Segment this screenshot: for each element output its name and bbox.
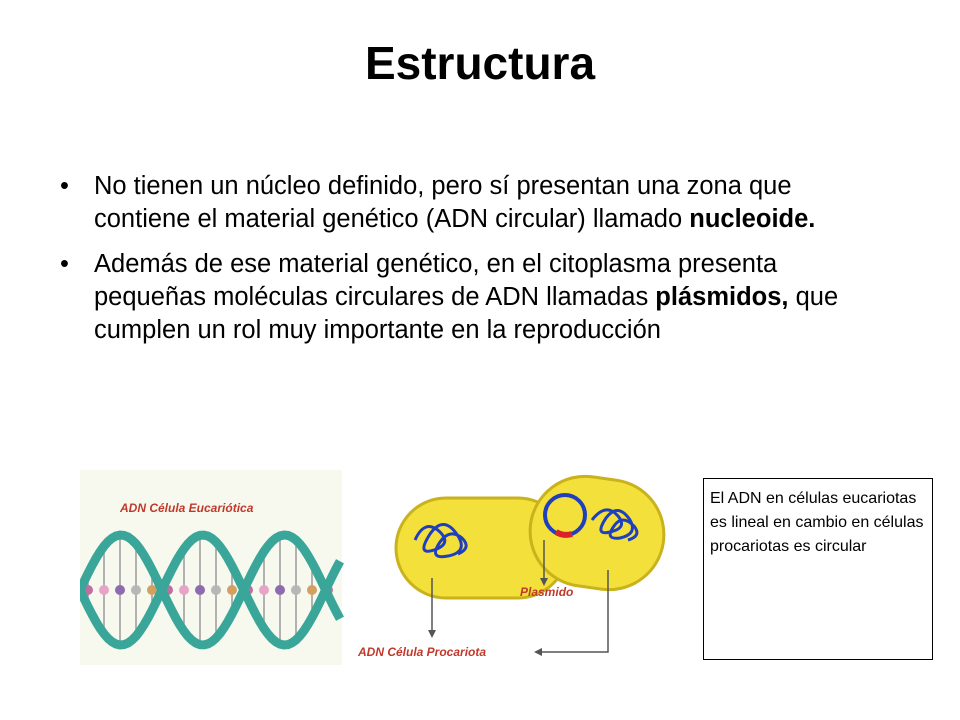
dna-illustration: ADN Célula Eucariótica Plasmido ADN Célu… — [80, 470, 666, 665]
helix-base — [115, 585, 125, 595]
bullet-bold-term: nucleoide. — [689, 205, 816, 233]
helix-base — [275, 585, 285, 595]
bullet-dot: • — [60, 250, 69, 278]
helix-base — [307, 585, 317, 595]
bacterial-cell-right — [528, 474, 666, 592]
label-plasmid: Plasmido — [520, 585, 573, 599]
label-prokaryote: ADN Célula Procariota — [357, 645, 486, 659]
label-eukaryote: ADN Célula Eucariótica — [119, 501, 254, 515]
note-box: El ADN en células eucariotas es lineal e… — [703, 478, 933, 660]
arrow-head-right — [534, 648, 542, 656]
nucleoid-dna-right — [590, 508, 639, 542]
bullet-bold-term: plásmidos, — [655, 283, 789, 311]
bullet-dot: • — [60, 172, 69, 200]
helix-base — [131, 585, 141, 595]
slide-title: Estructura — [364, 37, 596, 89]
helix-base — [259, 585, 269, 595]
helix-base — [227, 585, 237, 595]
bullet-text: Además de ese material genético, en el c… — [94, 250, 778, 311]
helix-base — [147, 585, 157, 595]
bullet-item-plasmidos: • Además de ese material genético, en el… — [60, 248, 880, 347]
helix-base — [291, 585, 301, 595]
helix-base — [195, 585, 205, 595]
bullet-text-tail: que cumplen un rol muy importante en la … — [94, 283, 839, 344]
bullet-list: • No tienen un núcleo definido, pero sí … — [60, 170, 880, 359]
helix-base — [211, 585, 221, 595]
arrow-line-right — [540, 570, 609, 653]
bullet-item-nucleoide: • No tienen un núcleo definido, pero sí … — [60, 170, 880, 236]
nucleoid-dna-left — [413, 523, 468, 559]
arrow-head-plasmid — [540, 578, 548, 586]
bullet-text: No tienen un núcleo definido, pero sí pr… — [94, 172, 792, 233]
helix-strand — [80, 530, 344, 650]
arrow-head-left — [428, 630, 436, 638]
prokaryote-panel: Plasmido ADN Célula Procariota — [357, 474, 666, 659]
helix-base — [179, 585, 189, 595]
dna-helix-graphic — [80, 530, 344, 650]
helix-base — [99, 585, 109, 595]
plasmid-segment — [554, 529, 573, 538]
helix-strand — [80, 530, 344, 650]
